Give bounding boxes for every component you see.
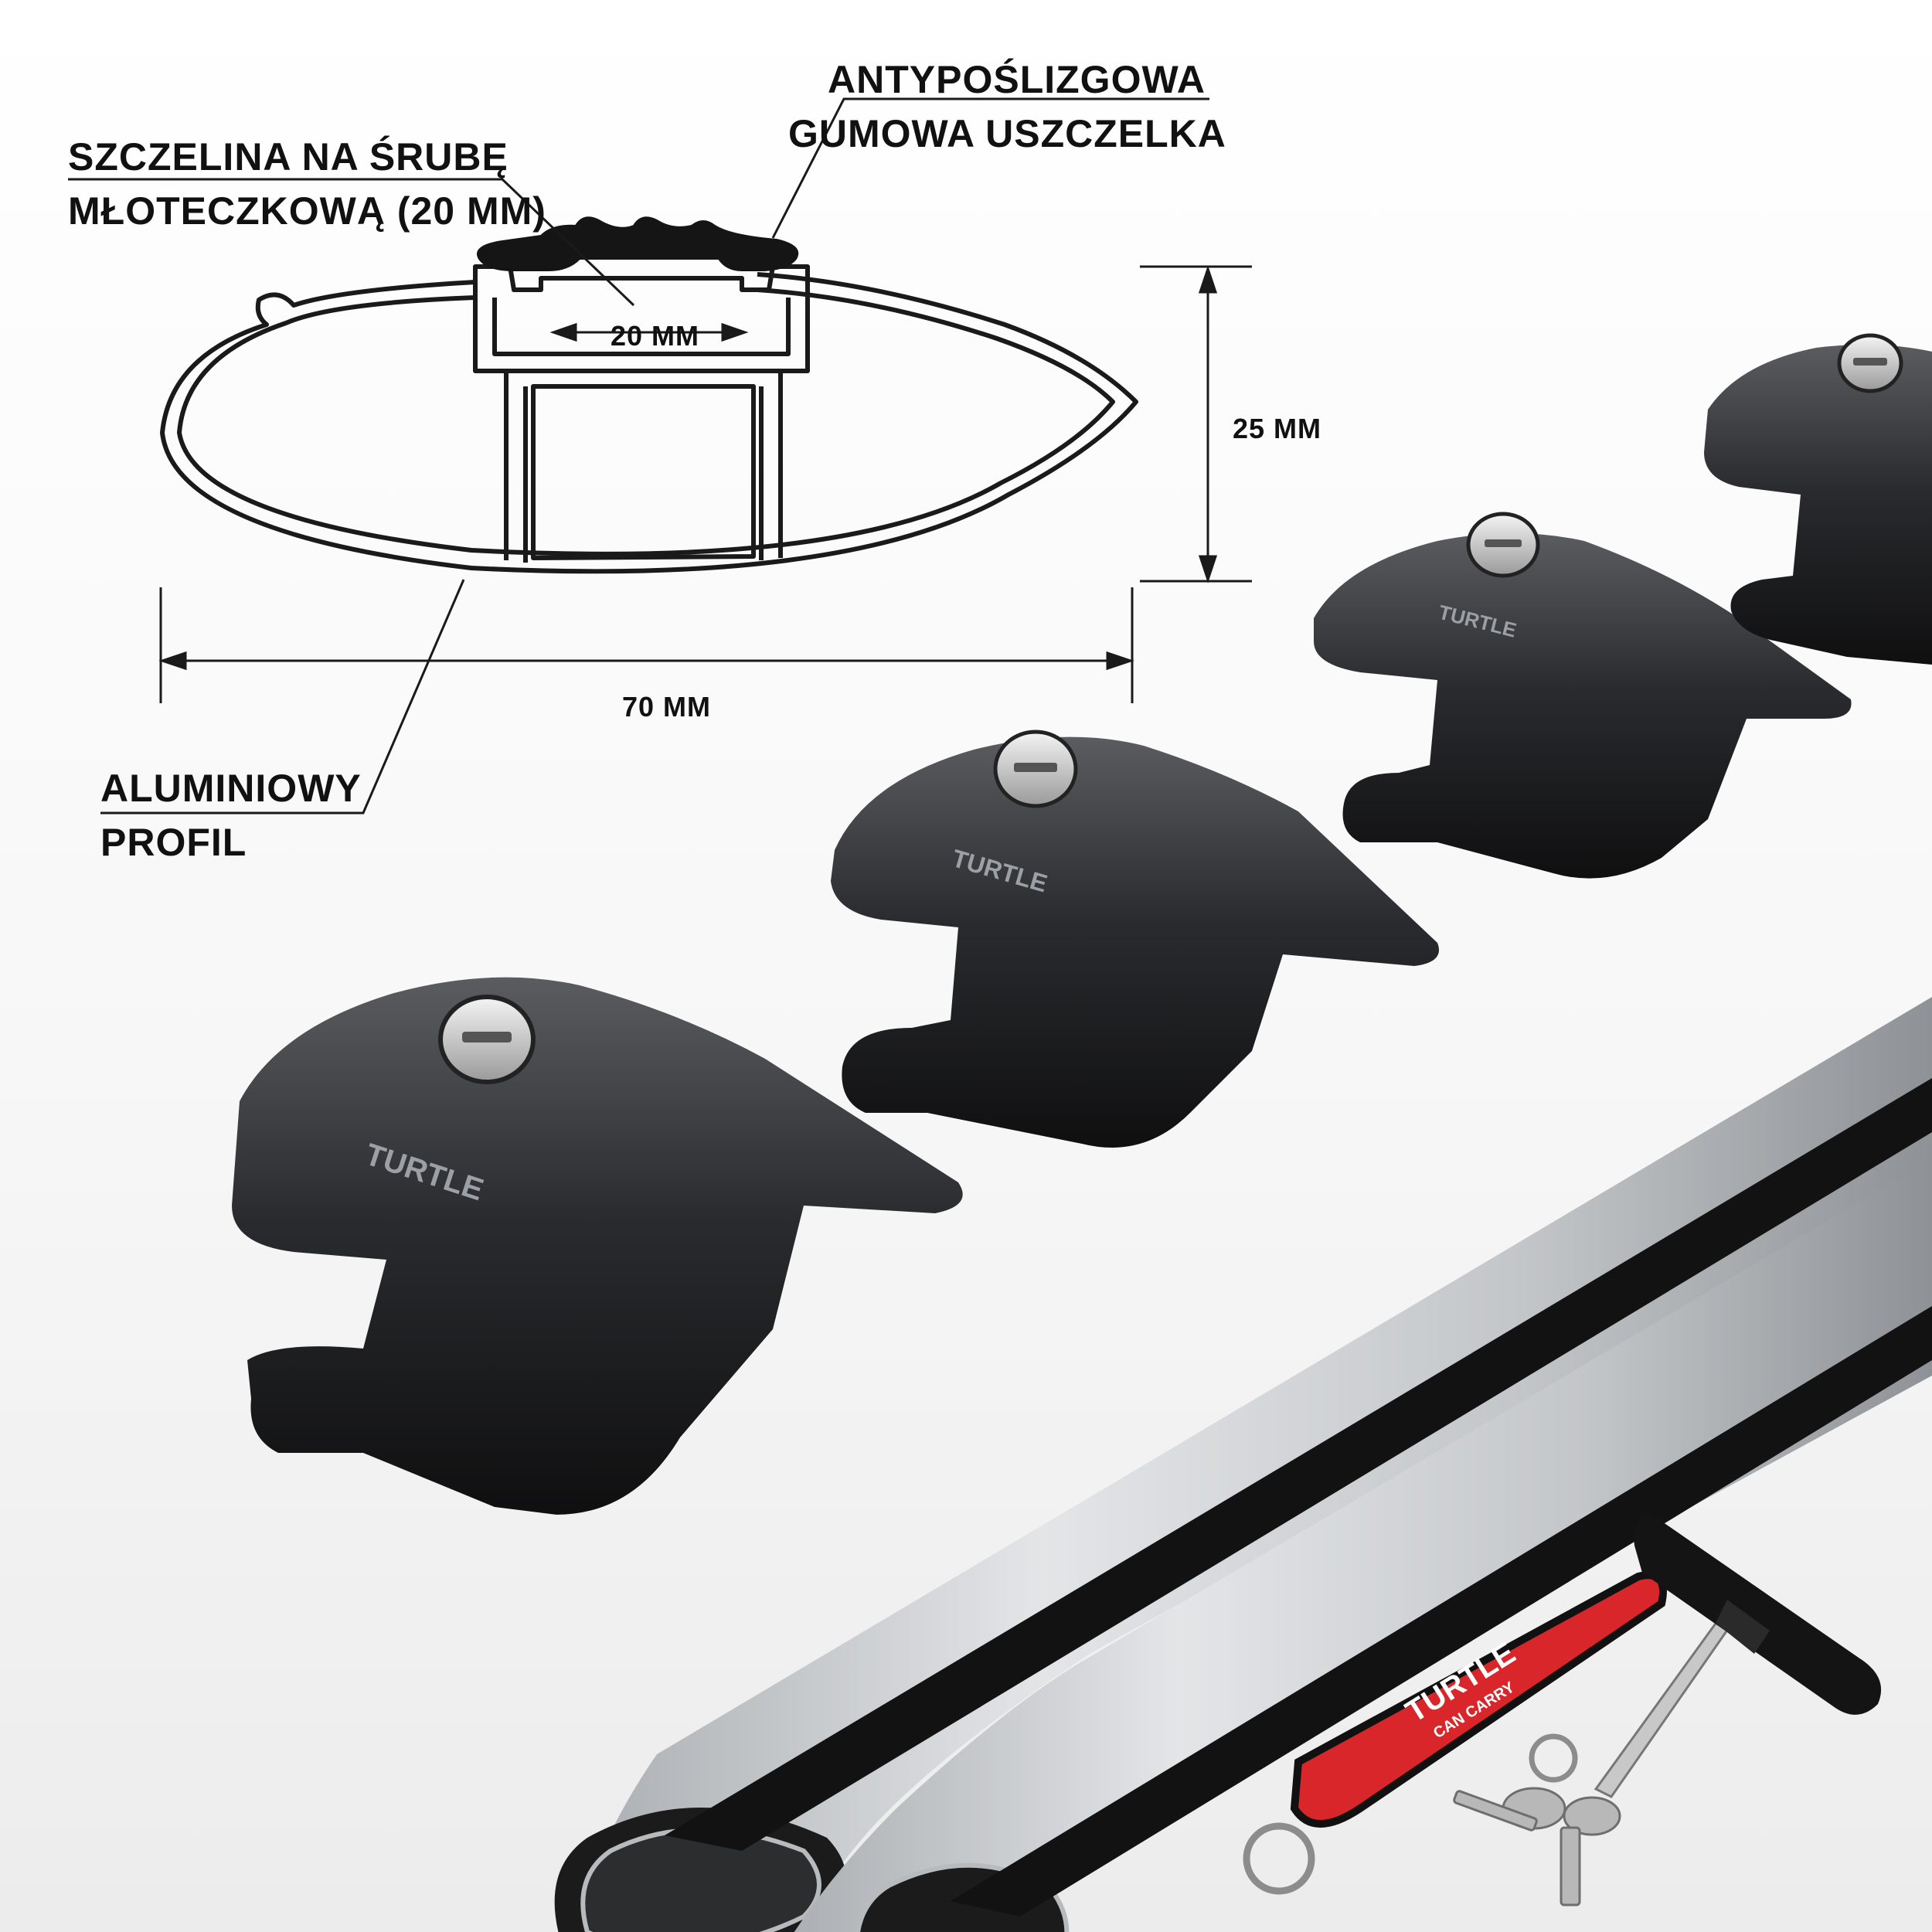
rubber-strip-back	[951, 1306, 1932, 1917]
profile-inner-outline	[177, 287, 1115, 556]
dimension-height: 25 мм	[1233, 413, 1322, 444]
callout-slot-line1: SZCZELINA NA ŚRUBĘ	[68, 135, 509, 179]
callout-seal-line1: ANTYPOŚLIZGOWA	[828, 58, 1206, 101]
dimension-lines	[158, 265, 1252, 703]
roof-bar-front	[554, 997, 1932, 1932]
callout-leaders	[68, 97, 1209, 815]
rubber-seal-cross-section	[477, 216, 799, 271]
profile-right-web	[759, 371, 783, 560]
profile-t-slot-inner	[492, 298, 791, 356]
dimension-slot-width: 20 мм	[611, 320, 700, 352]
callout-profile: ALUMINIOWY PROFIL	[100, 761, 362, 869]
callout-profile-line2: PROFIL	[100, 821, 247, 864]
profile-outer-outline	[160, 272, 1138, 574]
roof-foot-third	[1314, 512, 1852, 879]
callout-profile-line1: ALUMINIOWY	[100, 767, 362, 810]
roof-bar-back	[794, 1159, 1932, 1932]
foot-brand-second: TURTLE	[949, 844, 1050, 897]
key-ring-icon	[1243, 1822, 1315, 1895]
callout-seal: ANTYPOŚLIZGOWA GUMOWA USZCZELKA	[788, 53, 1226, 161]
mounting-tool-icon	[1594, 1513, 1882, 1798]
callout-slot: SZCZELINA NA ŚRUBĘ MŁOTECZKOWĄ (20 MM)	[68, 130, 546, 238]
key-ring-small-icon	[1529, 1733, 1578, 1783]
dimension-width: 70 мм	[622, 691, 712, 723]
profile-cross-section	[160, 264, 1138, 574]
profile-center-chamber	[531, 384, 756, 560]
callout-slot-line2: MŁOTECZKOWĄ (20 MM)	[68, 189, 546, 233]
roof-foot-second	[831, 730, 1439, 1148]
rubber-strip-front	[665, 1078, 1932, 1851]
foot-brand-front: TURTLE	[361, 1138, 488, 1208]
roof-foot-front	[232, 977, 963, 1515]
callout-seal-line2: GUMOWA USZCZELKA	[788, 112, 1226, 155]
profile-left-web	[504, 371, 528, 563]
roof-foot-fourth	[1704, 333, 1932, 665]
profile-t-slot	[473, 264, 810, 373]
foot-brand-third: TURTLE	[1437, 600, 1519, 642]
keys-icon	[1453, 1787, 1621, 1906]
